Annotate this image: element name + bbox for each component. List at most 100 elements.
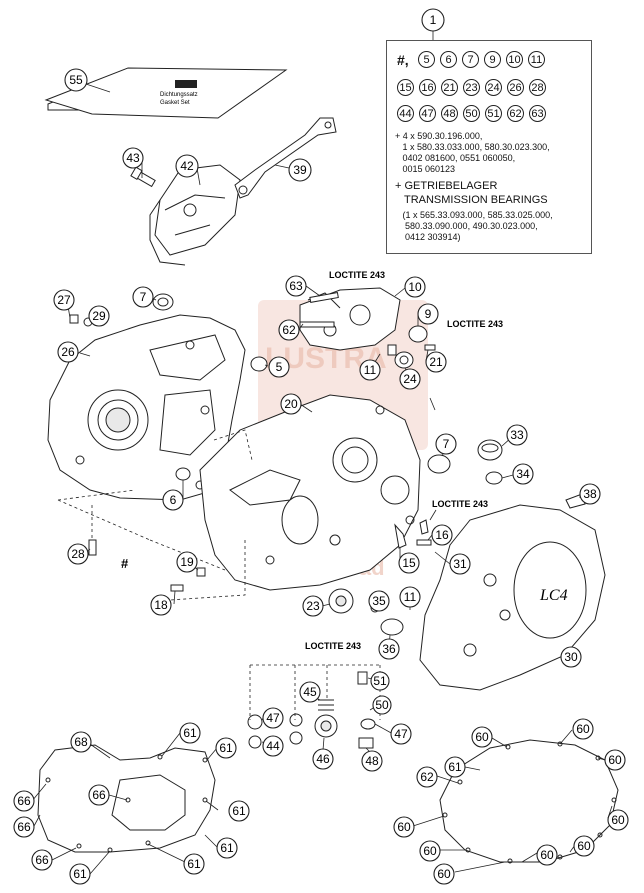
callout-9: 9 — [417, 303, 439, 325]
svg-text:66: 66 — [35, 853, 49, 867]
svg-text:60: 60 — [611, 813, 625, 827]
part-circle: 10 — [506, 51, 523, 68]
parts-row-3: 44 47 48 50 51 62 63 — [397, 105, 546, 122]
parts-list-box: #, 5 6 7 9 10 11 15 16 21 23 24 26 28 44… — [386, 40, 592, 254]
callout-60a: 60 — [471, 726, 493, 748]
svg-text:20: 20 — [284, 397, 298, 411]
parts-note: (1 x 565.33.093.000, 585.33.025.000, — [395, 210, 553, 220]
parts-row-1: #, 5 6 7 9 10 11 — [397, 51, 545, 68]
callout-66b: 66 — [13, 790, 35, 812]
callout-68: 68 — [70, 731, 92, 753]
part-circle: 44 — [397, 105, 414, 122]
gasket-set-booklet: Dichtungssatz Gasket Set — [44, 67, 288, 119]
callout-60c: 60 — [604, 749, 626, 771]
clutch-cover: LC4 — [419, 504, 606, 691]
callout-60f: 60 — [573, 835, 595, 857]
callout-33: 33 — [506, 424, 528, 446]
part-circle: 21 — [441, 79, 458, 96]
svg-text:66: 66 — [17, 794, 31, 808]
callout-26: 26 — [57, 341, 79, 363]
callout-23: 23 — [302, 595, 324, 617]
svg-text:51: 51 — [373, 674, 387, 688]
callout-18: 18 — [150, 594, 172, 616]
svg-text:60: 60 — [437, 867, 451, 881]
small-parts — [69, 292, 586, 749]
callout-61b: 61 — [215, 737, 237, 759]
svg-text:60: 60 — [475, 730, 489, 744]
callout-11b: 11 — [399, 586, 421, 608]
svg-text:34: 34 — [516, 467, 530, 481]
chain-guide — [234, 117, 337, 199]
svg-text:28: 28 — [71, 547, 85, 561]
callout-39: 39 — [288, 158, 312, 182]
callout-45: 45 — [299, 681, 321, 703]
callout-16: 16 — [431, 524, 453, 546]
part-circle: 48 — [441, 105, 458, 122]
svg-text:30: 30 — [564, 650, 578, 664]
svg-text:46: 46 — [316, 752, 330, 766]
left-crankcase — [47, 314, 246, 501]
callout-61g: 61 — [444, 756, 466, 778]
assembly-guides — [57, 429, 381, 720]
loctite-label: LOCTITE 243 — [432, 499, 488, 509]
part-circle: 47 — [419, 105, 436, 122]
svg-text:23: 23 — [306, 599, 320, 613]
callout-62: 62 — [278, 319, 300, 341]
callout-7b: 7 — [435, 433, 457, 455]
svg-text:43: 43 — [126, 151, 140, 165]
callout-60b: 60 — [572, 718, 594, 740]
callout-47b: 47 — [390, 723, 412, 745]
part-circle: 24 — [485, 79, 502, 96]
svg-text:62: 62 — [282, 323, 296, 337]
svg-text:7: 7 — [140, 290, 147, 304]
loctite-labels: LOCTITE 243 LOCTITE 243 LOCTITE 243 LOCT… — [121, 270, 503, 651]
callout-61d: 61 — [228, 800, 250, 822]
svg-text:24: 24 — [403, 372, 417, 386]
callout-20: 20 — [280, 393, 302, 415]
svg-text:68: 68 — [74, 735, 88, 749]
callout-55: 55 — [64, 68, 88, 92]
svg-text:61: 61 — [187, 857, 201, 871]
part-circle: 50 — [463, 105, 480, 122]
sprocket-cover — [130, 164, 241, 266]
svg-text:61: 61 — [183, 726, 197, 740]
callout-30: 30 — [560, 646, 582, 668]
callout-7: 7 — [132, 286, 154, 308]
svg-text:38: 38 — [583, 487, 597, 501]
svg-text:60: 60 — [576, 722, 590, 736]
lc4-logo: LC4 — [539, 587, 568, 604]
left-gasket — [37, 744, 216, 853]
callout-36: 36 — [378, 638, 400, 660]
parts-note: + 4 x 590.30.196.000, — [395, 131, 483, 141]
svg-text:21: 21 — [429, 355, 443, 369]
callout-31: 31 — [449, 553, 471, 575]
callout-27: 27 — [53, 289, 75, 311]
hash-marker: # — [121, 556, 129, 571]
callout-44: 44 — [262, 735, 284, 757]
svg-text:10: 10 — [408, 280, 422, 294]
callout-60d: 60 — [393, 816, 415, 838]
parts-note: TRANSMISSION BEARINGS — [395, 194, 548, 206]
svg-text:5: 5 — [276, 360, 283, 374]
callout-61c: 61 — [69, 863, 91, 885]
svg-text:60: 60 — [397, 820, 411, 834]
right-crankcase — [199, 394, 421, 591]
right-gasket — [439, 739, 619, 864]
callout-5: 5 — [268, 356, 290, 378]
part-circle: 16 — [419, 79, 436, 96]
callout-61a: 61 — [179, 722, 201, 744]
svg-text:11: 11 — [364, 363, 377, 377]
svg-text:44: 44 — [266, 739, 280, 753]
svg-text:35: 35 — [372, 594, 386, 608]
callout-21: 21 — [425, 351, 447, 373]
callout-34: 34 — [512, 463, 534, 485]
part-circle: 51 — [485, 105, 502, 122]
callout-50: 50 — [372, 695, 392, 715]
callout-66c: 66 — [13, 816, 35, 838]
svg-text:66: 66 — [17, 820, 31, 834]
svg-text:33: 33 — [510, 428, 524, 442]
callout-60e: 60 — [607, 809, 629, 831]
parts-row-2: 15 16 21 23 24 26 28 — [397, 79, 546, 96]
callout-60h: 60 — [433, 863, 455, 885]
